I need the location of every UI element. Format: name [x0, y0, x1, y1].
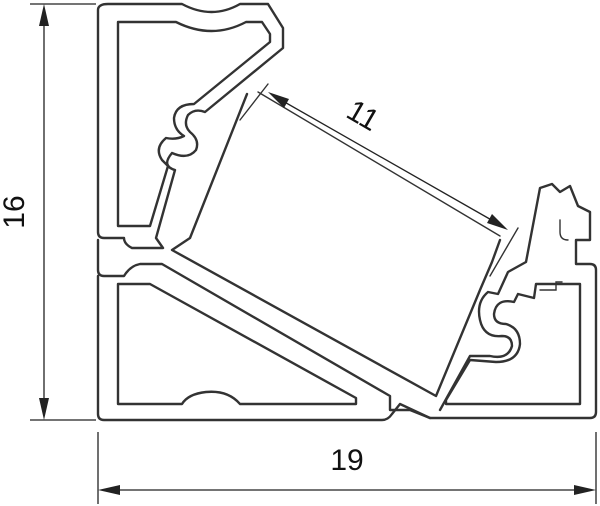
opening-label: 11: [341, 94, 384, 138]
dimension-opening: 11: [268, 92, 508, 230]
slot-left-wall: [239, 83, 269, 121]
slot-right-wall: [489, 227, 519, 277]
outer-contour: [96, 2, 285, 250]
diffuser-slot: [170, 92, 502, 398]
height-arrow-top: [39, 4, 49, 26]
right-clip-notch: [559, 219, 569, 241]
opening-arrow-lower: [487, 214, 508, 230]
height-label: 16: [0, 195, 31, 228]
dimension-height: 16: [0, 3, 96, 421]
opening-dimension-line: [273, 95, 503, 227]
right-clip-detail: [539, 281, 563, 291]
width-label: 19: [330, 444, 363, 477]
dimension-width: 19: [97, 432, 597, 504]
lower-outer-contour: [96, 182, 598, 420]
height-arrow-bottom: [39, 398, 49, 420]
bottom-edge: [96, 274, 432, 422]
width-arrow-right: [574, 485, 596, 495]
width-arrow-left: [98, 485, 120, 495]
diffuser-slot-inner-top: [257, 91, 501, 237]
profile-outline: [96, 2, 598, 422]
opening-arrow-upper: [268, 92, 289, 108]
upper-left-chamber: [116, 20, 272, 228]
right-chamber: [444, 282, 582, 406]
profile-inner-walls: [116, 20, 582, 406]
lower-left-chamber: [116, 282, 358, 406]
